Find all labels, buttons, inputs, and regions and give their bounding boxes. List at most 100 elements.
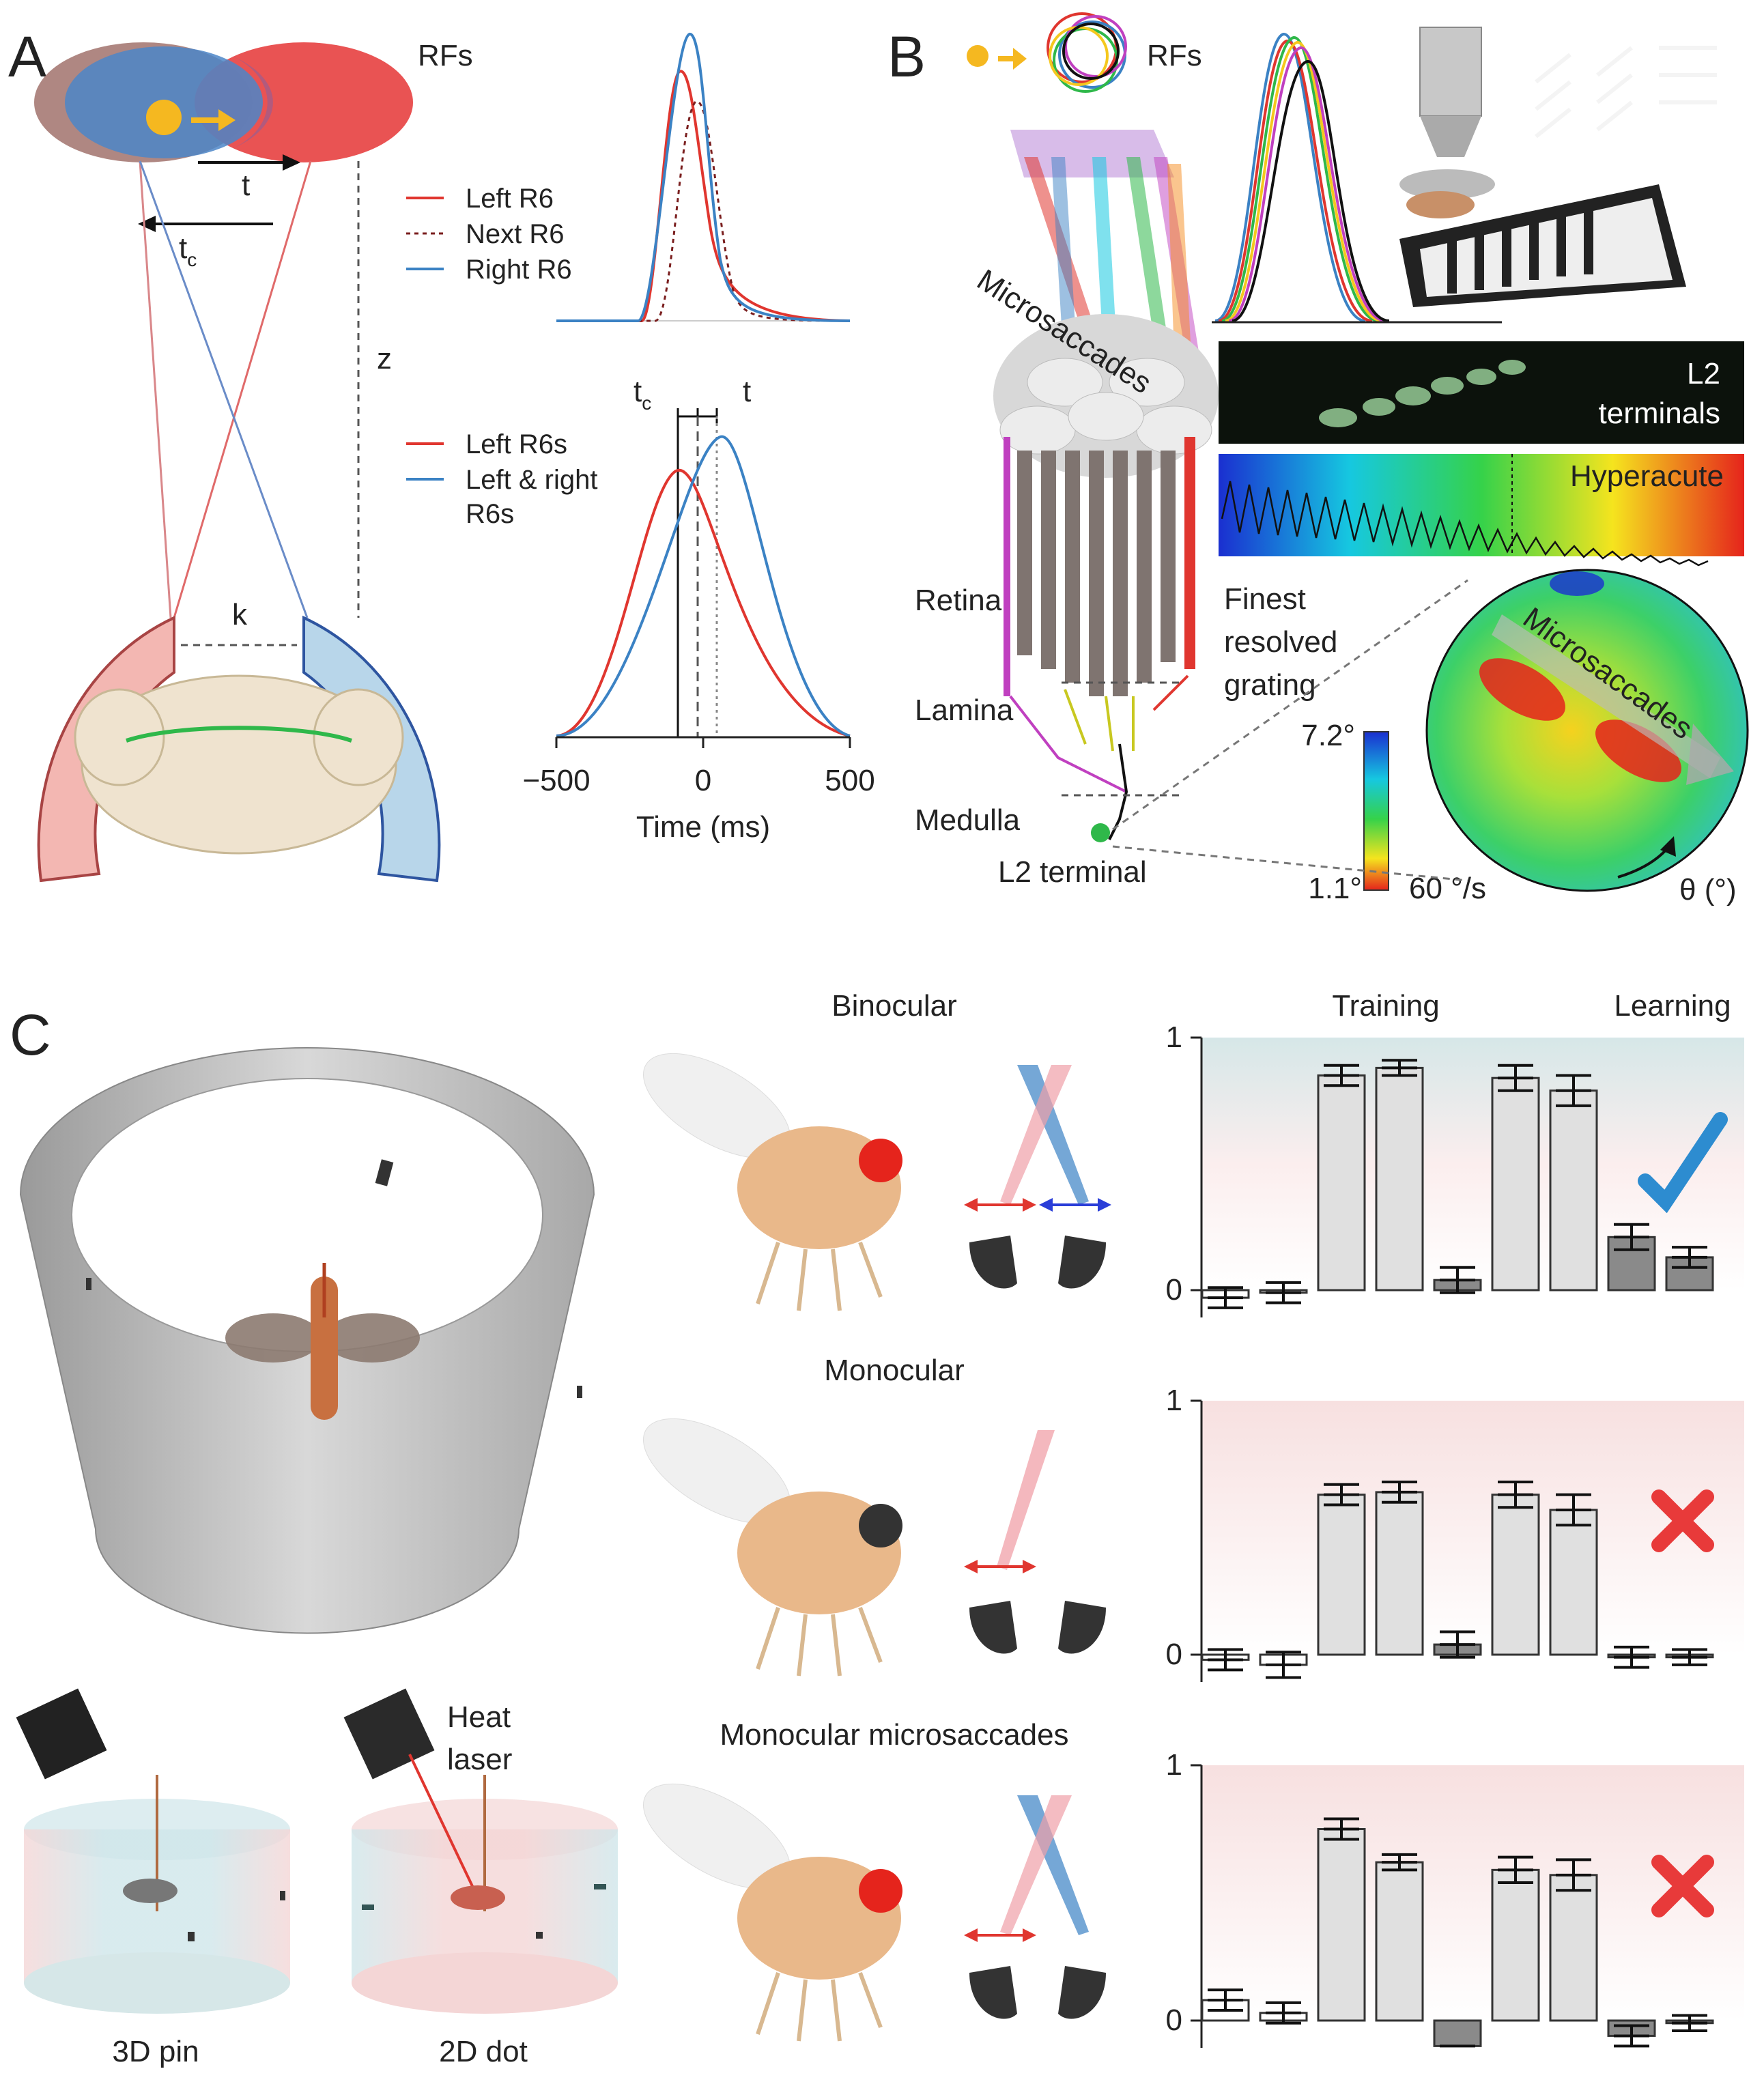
chart-background bbox=[1201, 1038, 1744, 1290]
setup-illustration bbox=[1399, 27, 1717, 307]
y-tick-label-0: 0 bbox=[1166, 2003, 1182, 2037]
bar bbox=[1317, 1494, 1366, 1656]
curve-left-r6s bbox=[556, 468, 851, 737]
bar bbox=[1549, 1874, 1598, 2022]
legend-left-right: Left & right bbox=[466, 465, 597, 495]
bar bbox=[1491, 1076, 1540, 1292]
theta-label: θ (°) bbox=[1679, 873, 1737, 907]
x-axis-label: Time (ms) bbox=[636, 810, 770, 844]
plot-tc-label: tc bbox=[634, 375, 651, 414]
k-label: k bbox=[232, 598, 248, 631]
panel-a: A RFs t tc z k bbox=[8, 25, 473, 883]
tc-arrow-icon bbox=[138, 216, 156, 232]
y-tick-label-0: 0 bbox=[1166, 1273, 1182, 1307]
finest-label-2: resolved bbox=[1224, 625, 1337, 659]
panel-label-c: C bbox=[10, 1003, 51, 1067]
medulla-label: Medulla bbox=[915, 803, 1021, 837]
pin-arena bbox=[16, 1688, 290, 2014]
view-cones-monocular bbox=[964, 1430, 1106, 1654]
legend-right-r6: Right R6 bbox=[466, 255, 572, 285]
t-label: t bbox=[242, 169, 250, 202]
cross-icon bbox=[1651, 1855, 1714, 1917]
rfs-label-a: RFs bbox=[418, 39, 473, 72]
stimulus-arrow-b-icon bbox=[998, 48, 1027, 70]
speed-label: 60 °/s bbox=[1409, 872, 1486, 905]
panel-label-b: B bbox=[887, 25, 926, 89]
ommatidia-diagram bbox=[993, 130, 1219, 842]
fly-monocular bbox=[643, 1418, 902, 1677]
bar bbox=[1317, 1828, 1366, 2022]
bar bbox=[1375, 1491, 1424, 1656]
bar bbox=[1317, 1074, 1366, 1292]
panel-b: B RFs bbox=[887, 12, 1749, 907]
panel-a-top-plot: Left R6 Next R6 Right R6 bbox=[406, 33, 851, 322]
bar bbox=[1375, 1066, 1424, 1292]
pin-label: 3D pin bbox=[112, 2035, 199, 2068]
heat-laser-label-1: Heat bbox=[447, 1700, 511, 1734]
tc-label: tc bbox=[179, 231, 197, 270]
stimulus-dot-b bbox=[967, 45, 988, 67]
xtick-0: 0 bbox=[695, 764, 711, 797]
colorbar-max: 7.2° bbox=[1301, 719, 1355, 752]
bar bbox=[1433, 2019, 1482, 2047]
t-arrow-icon bbox=[283, 154, 300, 171]
check-icon bbox=[1638, 1112, 1728, 1214]
curve-next-r6 bbox=[556, 100, 851, 322]
panel-a-bottom-plot: Left R6s Left & right R6s tc t −500 0 50… bbox=[406, 375, 875, 844]
header-learning: Learning bbox=[1614, 989, 1731, 1023]
resolution-map bbox=[1425, 569, 1749, 892]
header-training: Training bbox=[1332, 989, 1439, 1023]
chart-background bbox=[1201, 1765, 1744, 2021]
colorbar bbox=[1363, 731, 1389, 891]
y-tick-label-0: 0 bbox=[1166, 1638, 1182, 1671]
cross-icon bbox=[1651, 1489, 1714, 1552]
bar-chart-monocular: 10 bbox=[1166, 1384, 1744, 1682]
hyperacute-trace bbox=[1221, 481, 1709, 567]
row-title-monocular-microsaccades: Monocular microsaccades bbox=[720, 1718, 1068, 1752]
z-label: z bbox=[377, 342, 392, 375]
bar bbox=[1549, 1509, 1598, 1656]
rf-ellipse-right bbox=[195, 42, 413, 162]
dot-label: 2D dot bbox=[439, 2035, 528, 2068]
bar-chart-monocular-microsaccades: 10 bbox=[1166, 1748, 1744, 2048]
finest-label-3: grating bbox=[1224, 668, 1316, 702]
stimulus-dot bbox=[146, 100, 182, 135]
hyperacute-response-strip bbox=[1219, 454, 1744, 556]
chart-background bbox=[1201, 1401, 1744, 1655]
legend-bottom: Left R6s Left & right R6s bbox=[406, 429, 597, 529]
legend-left-r6: Left R6 bbox=[466, 184, 554, 214]
plot-t-label: t bbox=[743, 375, 751, 408]
bar-chart-binocular: 10 bbox=[1166, 1021, 1744, 1317]
view-cones-monocular-microsaccades bbox=[964, 1795, 1106, 2019]
y-tick-label-1: 1 bbox=[1166, 1384, 1182, 1417]
theta-arrow-icon bbox=[1660, 836, 1676, 857]
y-tick-label-1: 1 bbox=[1166, 1021, 1182, 1054]
xtick-neg500: −500 bbox=[522, 764, 590, 797]
fly-monocular-microsaccades bbox=[643, 1783, 902, 2042]
legend-next-r6: Next R6 bbox=[466, 219, 565, 249]
heat-laser-label-2: laser bbox=[447, 1743, 512, 1776]
bar bbox=[1549, 1089, 1598, 1292]
rf-curves bbox=[1212, 32, 1502, 324]
legend-left-r6s: Left R6s bbox=[466, 429, 567, 459]
finest-label-1: Finest bbox=[1224, 582, 1306, 616]
bar bbox=[1491, 1868, 1540, 2022]
colorbar-min: 1.1° bbox=[1308, 872, 1362, 905]
laser-beam bbox=[408, 1754, 479, 1898]
l2-terminals-label-2: terminals bbox=[1599, 397, 1721, 430]
hyperacute-label: Hyperacute bbox=[1570, 459, 1724, 493]
rfs-label-b: RFs bbox=[1147, 39, 1202, 72]
row-title-monocular: Monocular bbox=[824, 1354, 964, 1387]
l2-terminals-label-1: L2 bbox=[1687, 357, 1720, 390]
neuron-trace bbox=[126, 726, 352, 743]
l2-terminal-marker bbox=[1091, 823, 1110, 842]
bar bbox=[1491, 1494, 1540, 1656]
l2-terminals-image bbox=[1219, 341, 1744, 444]
stimulus-arrow-icon bbox=[191, 109, 236, 131]
dot-arena bbox=[343, 1688, 618, 2014]
panel-c: C 3D pin bbox=[10, 989, 1744, 2068]
legend-r6s: R6s bbox=[466, 499, 514, 529]
rf-circles bbox=[1047, 12, 1127, 93]
legend-top: Left R6 Next R6 Right R6 bbox=[406, 184, 572, 285]
